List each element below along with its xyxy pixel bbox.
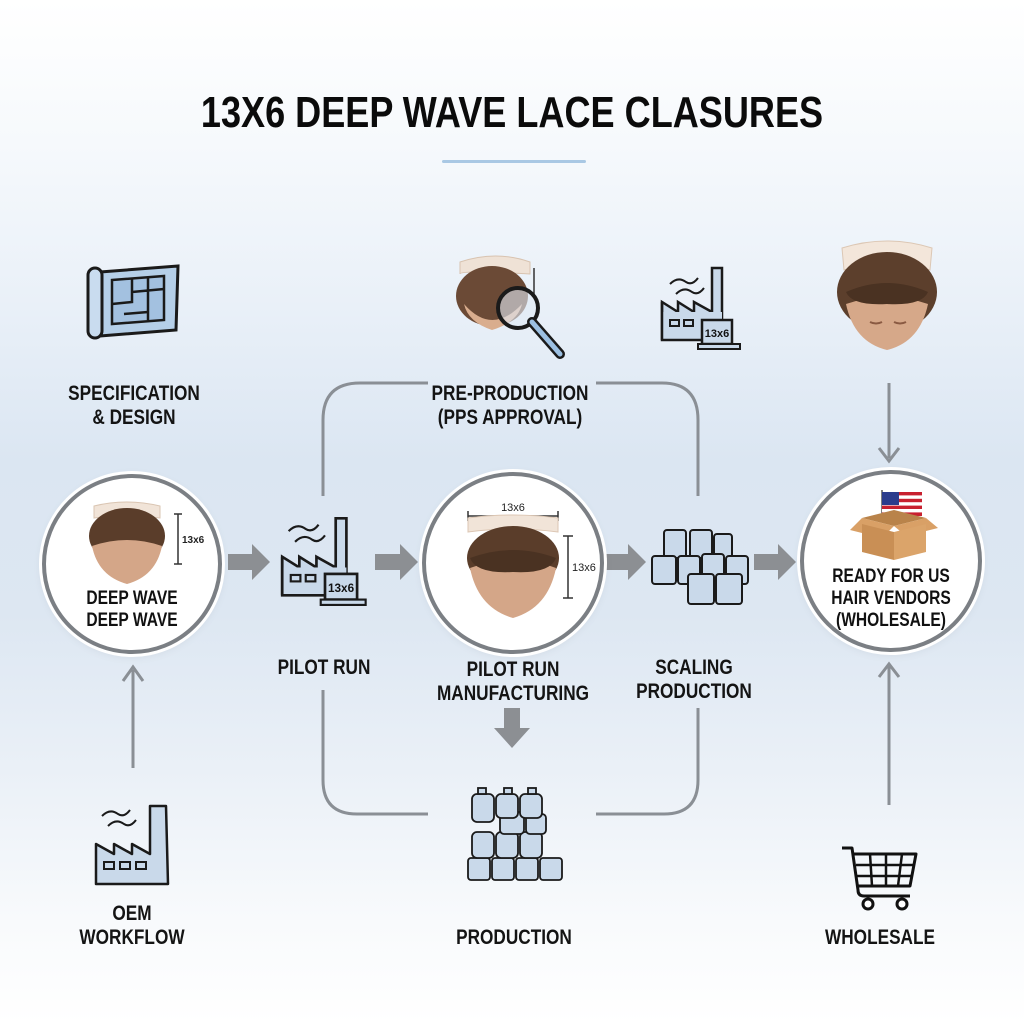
connector-production-right: [596, 708, 700, 816]
ready-label-line2: HAIR VENDORS: [831, 588, 951, 609]
ready-label-line3: (WHOLESALE): [836, 610, 946, 631]
arrow-manufacturing-to-scaling: [605, 544, 646, 580]
containers-icon: [651, 529, 749, 605]
manufacturing-height-dimension: 13x6: [572, 562, 596, 574]
ready-label-line1: READY FOR US: [832, 566, 950, 587]
arrow-manufacturing-to-production: [494, 708, 530, 748]
lace-closure-with-dimensions-icon: 13x6 13x6: [467, 502, 596, 618]
specification-label-line2: & DESIGN: [92, 406, 176, 429]
arrowhead-oem-up: [121, 664, 145, 682]
preproduction-label-line2: (PPS APPROVAL): [437, 406, 583, 429]
pilot-run-badge: 13x6: [328, 582, 355, 595]
ready-vendors-circle: READY FOR US HAIR VENDORS (WHOLESALE): [800, 470, 982, 652]
connector-preproduction-left: [321, 381, 428, 496]
page-title: 13X6 DEEP WAVE LACE CLASURES: [200, 88, 824, 137]
wholesale-label: WHOLESALE: [824, 926, 936, 949]
deep-wave-label-line2: DEEP WAVE: [86, 610, 178, 631]
title-underline: [442, 160, 586, 163]
factory-icon: 13x6: [660, 266, 741, 350]
arrowhead-product-down: [877, 447, 901, 464]
blueprint-icon: [86, 264, 180, 340]
box-with-us-flag-icon: [850, 490, 938, 560]
stacked-containers-icon: [467, 787, 563, 881]
pilot-run-manufacturing-circle: 13x6 13x6: [422, 472, 604, 654]
arrow-pilot-to-manufacturing: [375, 544, 418, 580]
specification-label-line1: SPECIFICATION: [68, 382, 200, 405]
factory-icon: [94, 804, 170, 886]
arrow-circle-to-pilot: [228, 544, 270, 580]
arrow-scaling-to-ready: [754, 544, 796, 580]
oem-label-line2: WORKFLOW: [79, 926, 185, 949]
manufacturing-label-line1: PILOT RUN: [466, 658, 560, 681]
lace-closure-icon: 13x6: [89, 501, 205, 584]
arrowhead-wholesale-up: [877, 661, 901, 678]
deep-wave-label-line1: DEEP WAVE: [86, 588, 178, 609]
oem-label-line1: OEM: [112, 902, 152, 925]
shopping-cart-icon: [842, 846, 918, 911]
scaling-label-line1: SCALING: [655, 656, 733, 679]
deep-wave-dimension: 13x6: [182, 535, 205, 546]
scaling-label-line2: PRODUCTION: [636, 680, 752, 703]
manufacturing-width-dimension: 13x6: [501, 502, 525, 514]
deep-wave-circle: 13x6 DEEP WAVE DEEP WAVE: [42, 474, 222, 654]
pilot-run-label: PILOT RUN: [277, 656, 371, 679]
manufacturing-label-line2: MANUFACTURING: [436, 682, 590, 705]
factory-icon: 13x6: [280, 516, 367, 606]
preproduction-label-line1: PRE-PRODUCTION: [431, 382, 589, 405]
lace-closure-with-magnifier-icon: [456, 255, 565, 359]
connector-preproduction-right: [596, 381, 700, 496]
factory-top-badge: 13x6: [705, 328, 729, 340]
production-label: PRODUCTION: [456, 926, 572, 949]
lace-closure-icon: [837, 240, 937, 350]
connector-production-left: [321, 690, 428, 816]
